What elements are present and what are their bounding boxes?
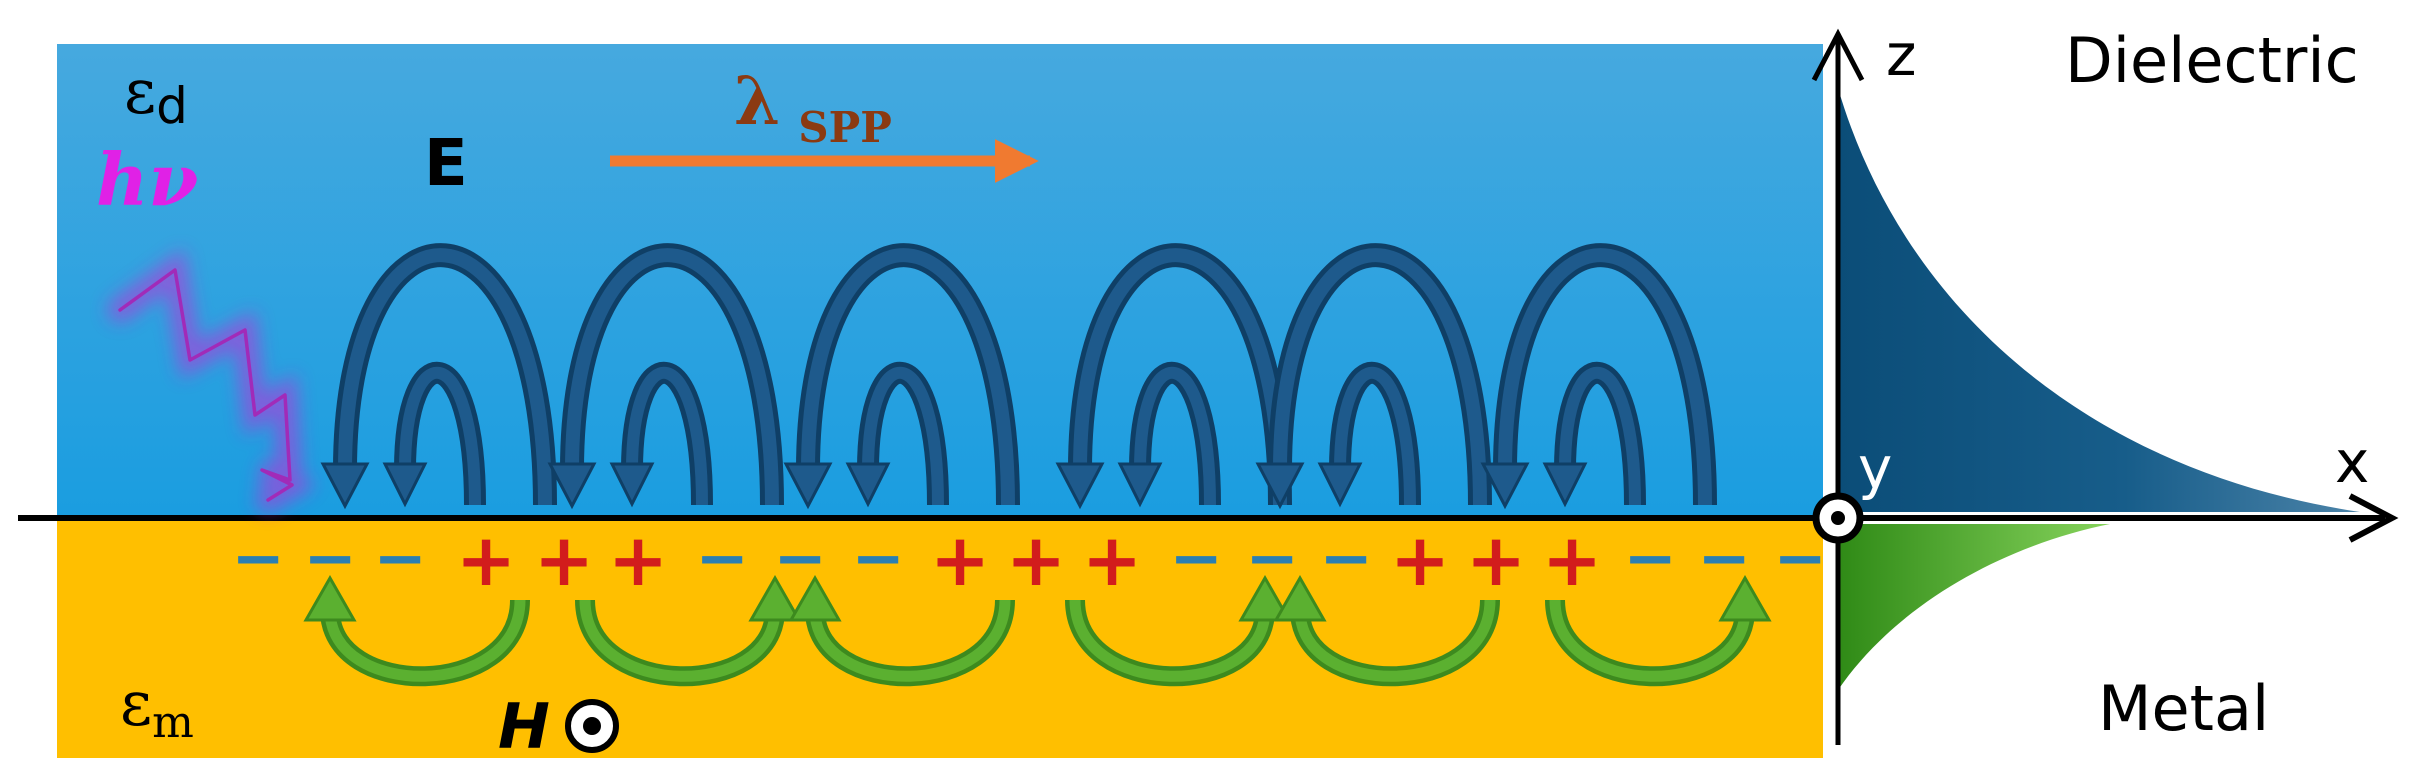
positive-charge: + bbox=[930, 518, 990, 602]
e-field-loop bbox=[1255, 243, 1492, 510]
e-field-loop bbox=[1480, 243, 1717, 510]
negative-charge: − bbox=[1169, 522, 1223, 596]
positive-charge: + bbox=[534, 518, 594, 602]
positive-charge: + bbox=[1390, 518, 1450, 602]
h-field-out-of-page-icon bbox=[565, 699, 619, 753]
positive-charge: + bbox=[1466, 518, 1526, 602]
e-field-loop bbox=[783, 243, 1020, 510]
negative-charge: − bbox=[373, 522, 427, 596]
negative-charge: − bbox=[303, 522, 357, 596]
negative-charge: − bbox=[1245, 522, 1299, 596]
negative-charge: − bbox=[1697, 522, 1751, 596]
h-field-lines bbox=[303, 574, 1772, 687]
h-field-loop bbox=[1545, 574, 1772, 687]
x-axis-label: x bbox=[2335, 428, 2369, 496]
photon-wave bbox=[108, 248, 317, 512]
photon-energy-label: hν bbox=[96, 137, 198, 222]
metal-field-decay bbox=[1838, 524, 2110, 690]
z-axis-label: z bbox=[1886, 21, 1916, 89]
y-axis-label: y bbox=[1858, 434, 1892, 502]
z-axis-arrowhead bbox=[1811, 28, 1865, 82]
negative-charge: − bbox=[695, 522, 749, 596]
negative-charge: − bbox=[1773, 522, 1827, 596]
h-field-loop bbox=[1273, 574, 1500, 687]
negative-charge: − bbox=[851, 522, 905, 596]
x-axis-arrowhead bbox=[2348, 493, 2399, 543]
e-field-loop bbox=[320, 243, 557, 510]
e-field-lines bbox=[320, 243, 1717, 510]
dielectric-label: Dielectric bbox=[2065, 24, 2359, 97]
h-field-loop bbox=[1065, 574, 1292, 687]
positive-charge: + bbox=[1006, 518, 1066, 602]
negative-charge: − bbox=[1623, 522, 1677, 596]
e-field-loop bbox=[1055, 243, 1292, 510]
h-field-loop bbox=[788, 574, 1015, 687]
y-axis-out-of-page-icon bbox=[1812, 492, 1864, 544]
dielectric-field-decay bbox=[1838, 88, 2360, 512]
negative-charge: − bbox=[1319, 522, 1373, 596]
h-field-label: H bbox=[498, 690, 550, 763]
negative-charge: − bbox=[773, 522, 827, 596]
e-field-loop bbox=[547, 243, 784, 510]
positive-charge: + bbox=[608, 518, 668, 602]
negative-charge: − bbox=[231, 522, 285, 596]
h-field-loop bbox=[303, 574, 530, 687]
positive-charge: + bbox=[1082, 518, 1142, 602]
dielectric-permittivity-label: εd bbox=[124, 55, 188, 135]
positive-charge: + bbox=[1542, 518, 1602, 602]
surface-charges: −−−+++−−−+++−−−+++−−− bbox=[231, 518, 1827, 602]
metal-label: Metal bbox=[2098, 672, 2269, 745]
h-field-loop bbox=[575, 574, 802, 687]
e-field-label: E bbox=[424, 127, 468, 201]
metal-region bbox=[57, 518, 1823, 758]
metal-permittivity-label: εm bbox=[120, 667, 194, 748]
positive-charge: + bbox=[456, 518, 516, 602]
